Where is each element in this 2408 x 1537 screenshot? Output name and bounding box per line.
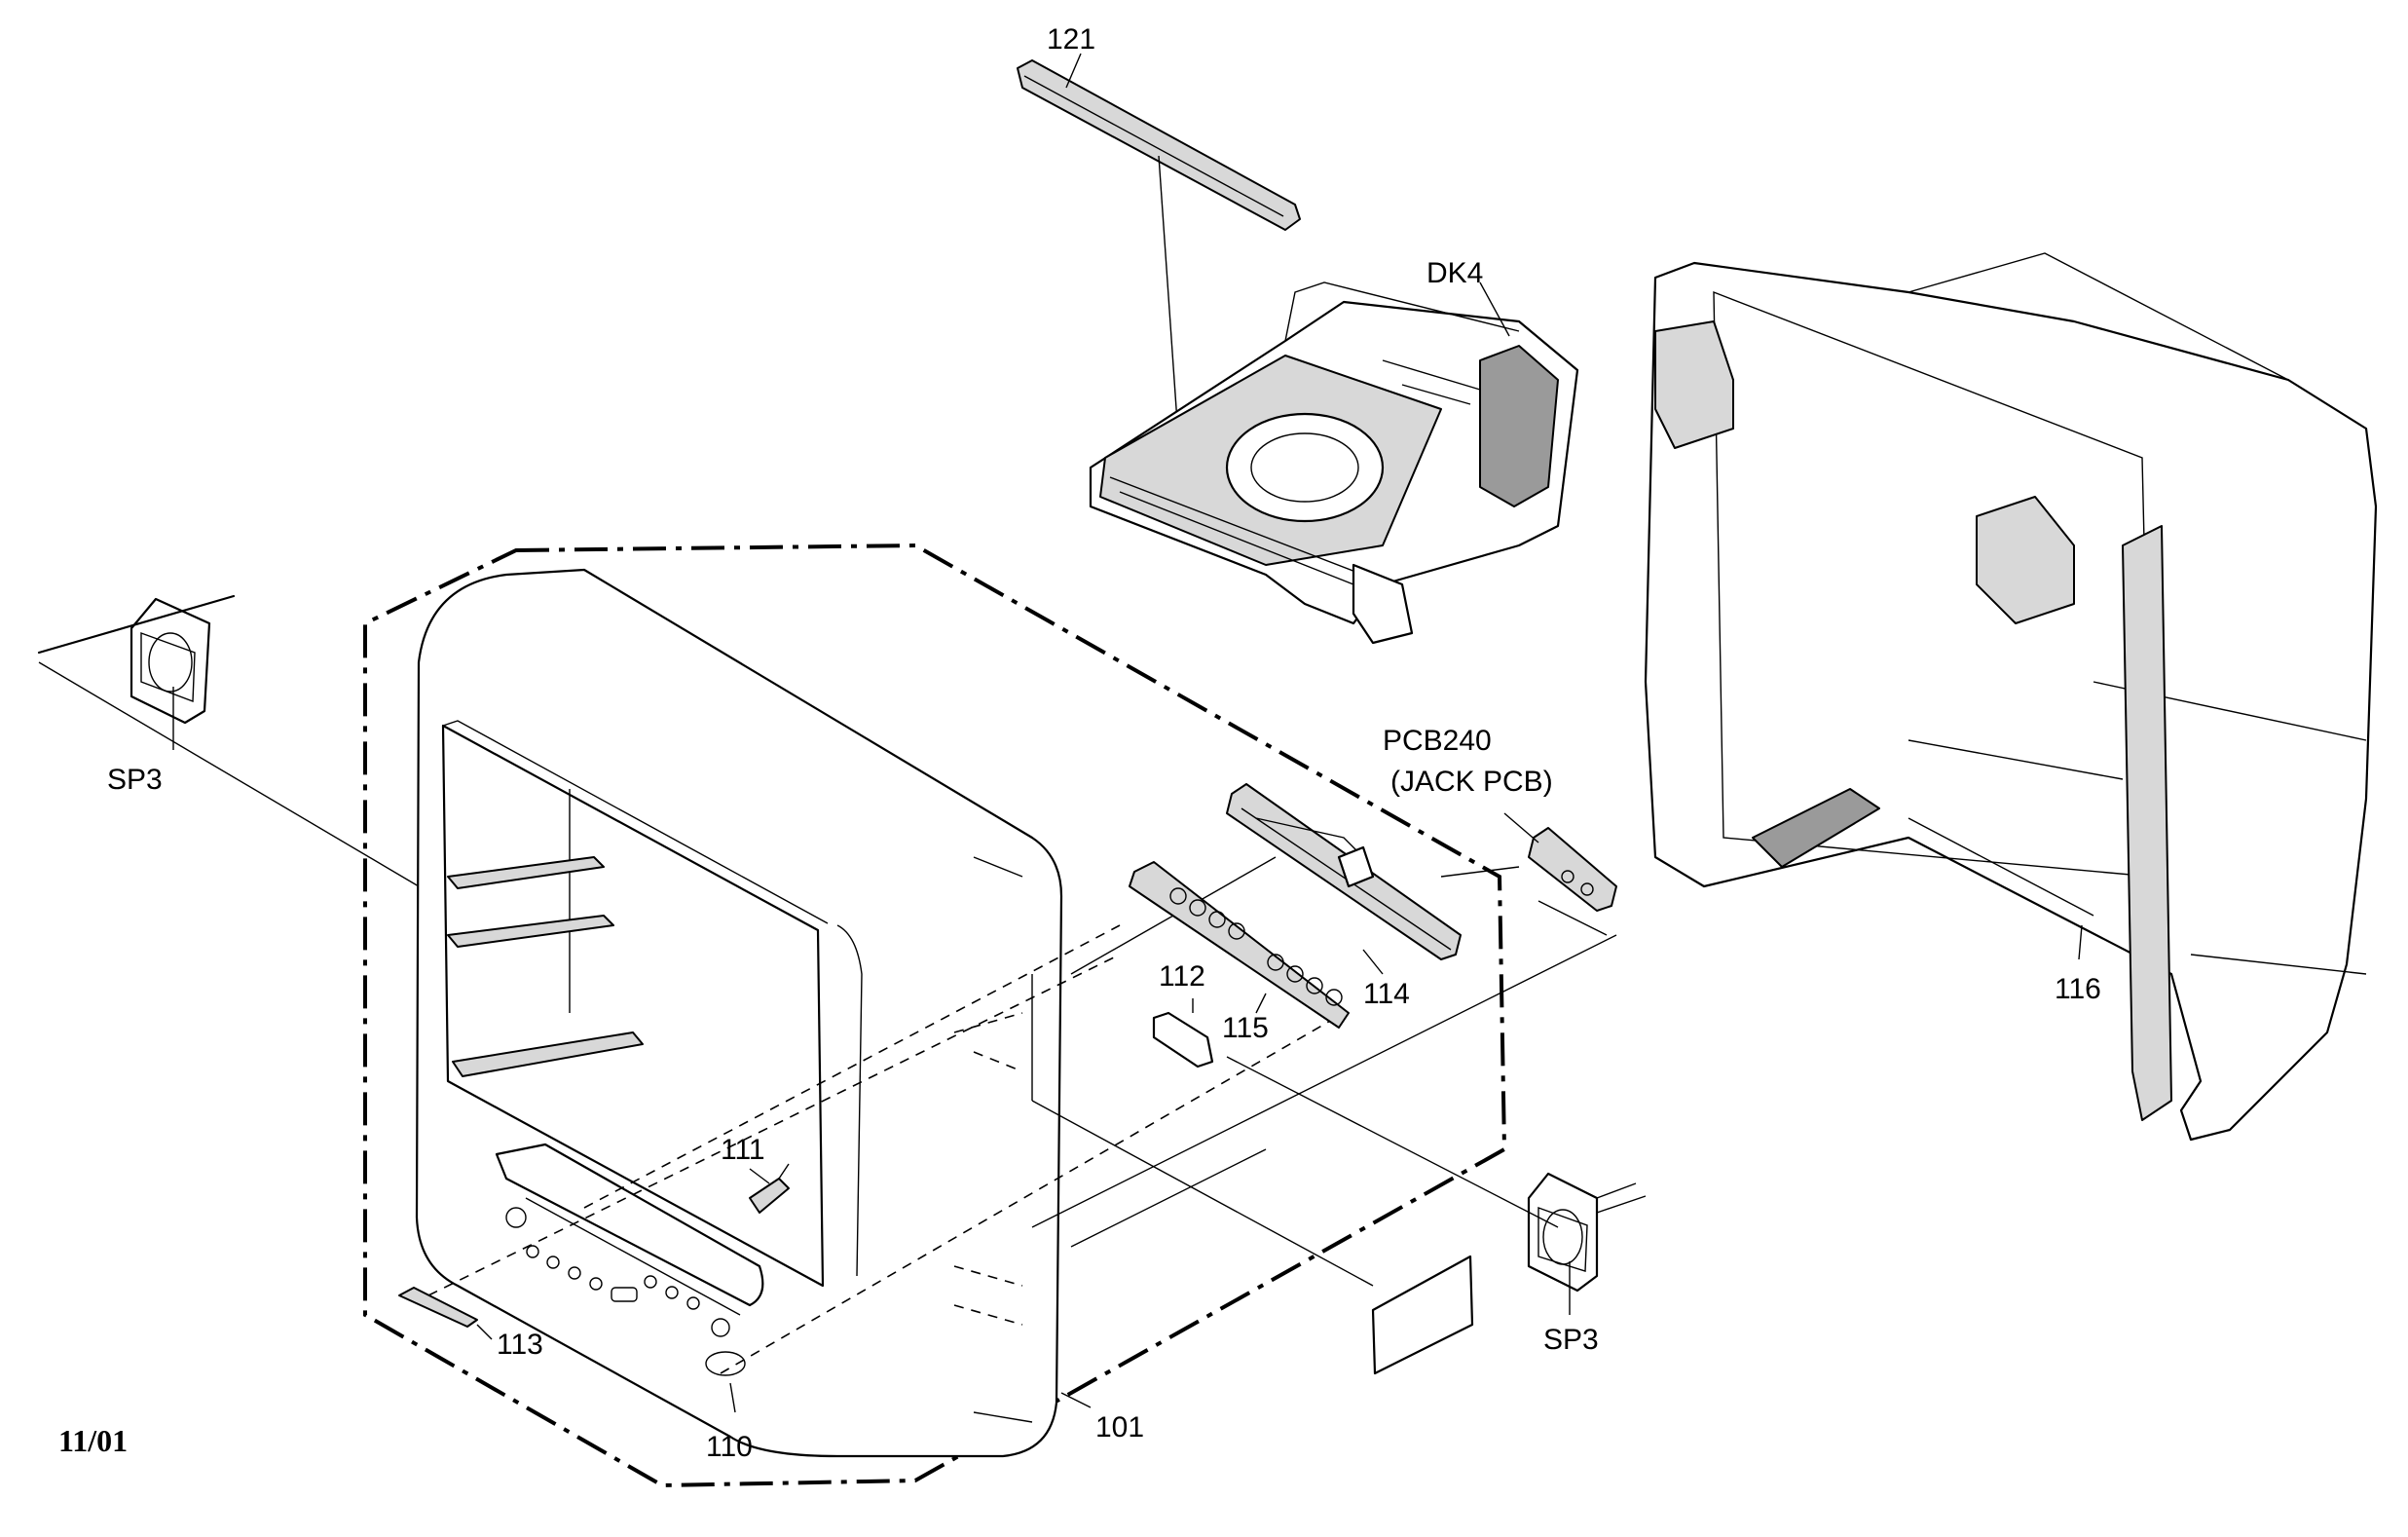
label-sp3-left: SP3 — [107, 764, 163, 796]
group-101-outline — [363, 543, 1507, 1488]
assembly-guide-lines — [427, 856, 1617, 1374]
label-dk4: DK4 — [1426, 257, 1483, 289]
label-114: 114 — [1363, 978, 1410, 1010]
part-112-connector — [1152, 1011, 1214, 1068]
label-plate — [1371, 1255, 1474, 1375]
label-116: 116 — [2055, 973, 2101, 1005]
label-jack-pcb: (JACK PCB) — [1390, 766, 1553, 798]
label-101: 101 — [1095, 1411, 1144, 1443]
speaker-sp3-right — [1527, 1172, 1647, 1315]
date-code: 11/01 — [58, 1423, 128, 1458]
label-111: 111 — [721, 1134, 765, 1166]
part-113-strip — [398, 1287, 478, 1328]
label-sp3-right: SP3 — [1543, 1324, 1599, 1356]
part-dk4-deck-mechanism — [1089, 281, 1579, 645]
label-121: 121 — [1047, 23, 1095, 56]
label-112: 112 — [1159, 960, 1205, 993]
part-pcb240-jack-pcb — [1528, 827, 1617, 912]
front-cabinet — [415, 568, 1063, 1458]
part-111-lever — [749, 1163, 790, 1214]
label-110: 110 — [706, 1431, 753, 1463]
part-116-rear-cabinet — [1644, 252, 2378, 1142]
part-114-bracket — [1226, 783, 1462, 960]
label-115: 115 — [1222, 1012, 1269, 1044]
label-113: 113 — [497, 1329, 543, 1361]
label-pcb240: PCB240 — [1383, 725, 1492, 757]
part-labels: 121 DK4 PCB240 (JACK PCB) SP3 SP3 116 11… — [58, 23, 2101, 1463]
part-115-button-board — [1129, 861, 1350, 1029]
leader-lines — [476, 53, 2083, 1413]
speaker-sp3-left — [37, 594, 420, 887]
